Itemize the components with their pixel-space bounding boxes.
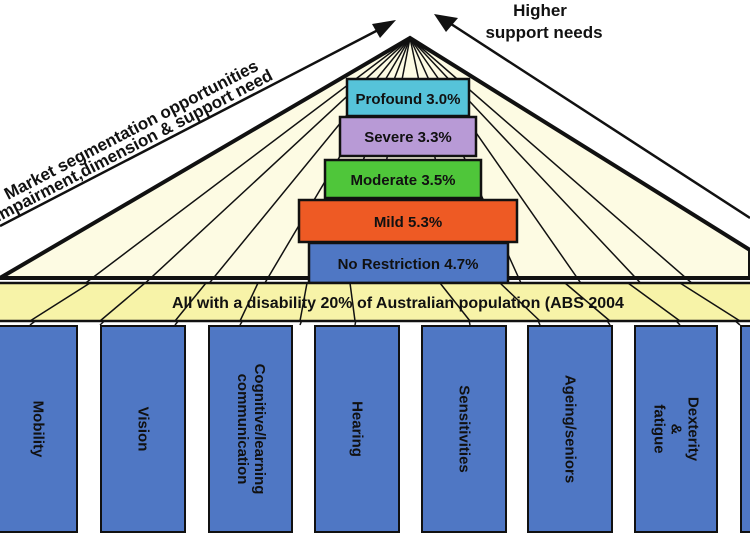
pillar-hearing-label: Hearing (348, 401, 366, 457)
beam-radiating-lines (29, 282, 741, 322)
pillar-sensitivities: Sensitivities (421, 325, 507, 533)
level-no-restriction-label: No Restriction 4.7% (338, 256, 479, 273)
right-arrow-caption-line1: Higher (513, 1, 567, 20)
pillar-mobility-label: Mobility (29, 400, 47, 458)
pillar-dexterity-fatigue: Dexterity & fatigue (634, 325, 718, 533)
level-moderate-label: Moderate 3.5% (350, 172, 455, 189)
beam-label: All with a disability 20% of Australian … (172, 295, 624, 312)
level-no-restriction-box (307, 241, 510, 285)
disability-beam (0, 281, 750, 323)
level-mild-label: Mild 5.3% (374, 214, 442, 231)
pillar-partial-edge (740, 325, 750, 533)
pillar-dexterity-label: Dexterity & fatigue (650, 396, 702, 462)
roof-triangle (0, 35, 750, 280)
level-severe-box (338, 115, 478, 158)
level-moderate-box (323, 158, 483, 200)
right-arrow (447, 20, 750, 220)
pillar-ageing-seniors: Ageing/seniors (527, 325, 613, 533)
level-severe-label: Severe 3.3% (364, 129, 452, 146)
pillar-cognitive-learning-communication: Cognitive/learning communication (208, 325, 293, 533)
right-arrow-caption-line2: support needs (485, 23, 602, 42)
pillar-ageing-label: Ageing/seniors (561, 374, 579, 484)
left-arrowhead (372, 20, 396, 38)
pillar-vision: Vision (100, 325, 186, 533)
severity-levels: Profound 3.0% Severe 3.3% Moderate 3.5% … (297, 77, 519, 285)
right-arrowhead (434, 14, 458, 32)
level-profound-label: Profound 3.0% (355, 91, 460, 108)
pillar-cognitive-label: Cognitive/learning communication (233, 363, 268, 495)
pillar-sensitivities-label: Sensitivities (455, 385, 473, 473)
left-arrow (0, 26, 383, 228)
pillar-vision-label: Vision (134, 406, 152, 452)
level-mild-box (297, 198, 519, 244)
pillar-hearing: Hearing (314, 325, 400, 533)
pillar-mobility: Mobility (0, 325, 78, 533)
